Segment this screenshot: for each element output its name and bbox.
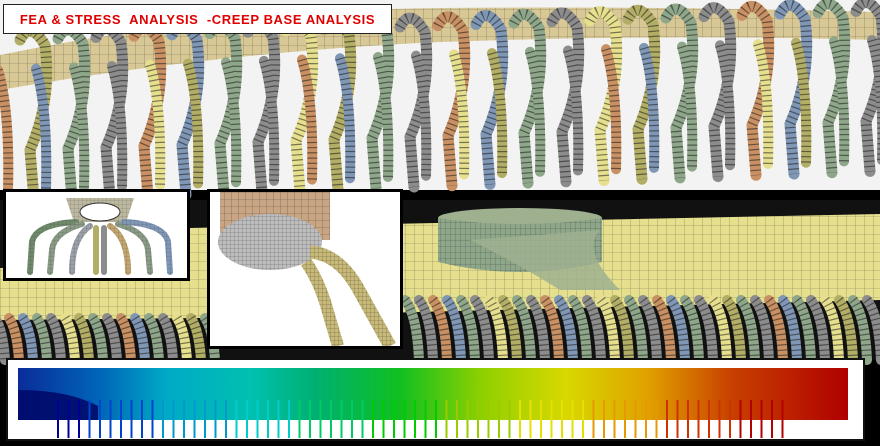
upper-tube [183, 58, 204, 189]
upper-tube [829, 36, 850, 167]
upper-tube [660, 3, 699, 184]
upper-tube [677, 41, 698, 172]
upper-tube [525, 46, 546, 177]
stress-color-scale [18, 368, 848, 438]
upper-tube [753, 39, 774, 169]
title-banner: FEA & STRESS ANALYSIS -CREEP BASE ANALYS… [3, 4, 392, 34]
lower-tube [442, 295, 466, 365]
upper-tube [0, 65, 14, 195]
upper-tube [774, 0, 813, 180]
lower-tube [862, 295, 880, 365]
lower-tube [414, 295, 438, 365]
lower-tube [722, 295, 746, 365]
upper-tube [373, 52, 394, 182]
upper-tube [850, 0, 880, 177]
upper-tube [107, 61, 128, 192]
stub-weld-drawing [218, 192, 396, 346]
upper-tube [736, 1, 775, 181]
upper-tube [546, 7, 585, 188]
lower-tube [764, 295, 788, 365]
upper-tube [715, 40, 736, 171]
upper-tube [335, 53, 356, 184]
lower-tube [470, 295, 494, 365]
lower-tube [610, 295, 634, 365]
upper-tube [221, 57, 242, 188]
upper-tube [867, 35, 880, 165]
upper-tube [411, 50, 432, 181]
lower-tube [172, 313, 192, 365]
lower-tube [582, 295, 606, 365]
lower-tube [74, 313, 94, 365]
lower-tube [60, 313, 80, 365]
upper-tube [470, 10, 509, 190]
upper-tube [639, 42, 660, 173]
lower-tube [834, 295, 858, 365]
lower-tube [736, 295, 760, 365]
tube-cluster-drawing [27, 198, 173, 275]
lower-tube [88, 313, 108, 365]
upper-tube [259, 55, 280, 186]
lower-tube [624, 295, 648, 365]
lower-tube [484, 295, 508, 365]
lower-tube [596, 295, 620, 365]
lower-tube [144, 313, 164, 365]
upper-tube [601, 44, 622, 175]
lower-tube [32, 313, 52, 365]
lower-tube [18, 313, 38, 365]
lower-tube [792, 295, 816, 365]
stress-legend-panel [6, 358, 865, 441]
lower-tube [116, 313, 136, 365]
upper-tube [791, 37, 812, 168]
lower-tube [694, 295, 718, 365]
lower-tube-stubs [0, 295, 880, 365]
inset-tube-cluster [3, 189, 190, 281]
upper-tube [394, 12, 433, 193]
lower-tube [0, 316, 10, 365]
lower-tube [554, 295, 578, 365]
page-title: FEA & STRESS ANALYSIS -CREEP BASE ANALYS… [19, 11, 376, 27]
cluster-bore [79, 202, 121, 222]
upper-tube [812, 0, 851, 179]
lower-tube [498, 295, 522, 365]
lower-tube [820, 295, 844, 365]
upper-tube [698, 2, 737, 183]
upper-tube [622, 4, 661, 185]
lower-tube [778, 295, 802, 365]
lower-tube [186, 313, 206, 365]
lower-tube [456, 295, 480, 365]
lower-tube [680, 295, 704, 365]
lower-tube [848, 295, 872, 365]
upper-tube [69, 62, 90, 193]
lower-tube [652, 295, 676, 365]
upper-tube [508, 8, 547, 189]
lower-tube [46, 313, 66, 365]
lower-tube [708, 295, 732, 365]
lower-tube [512, 295, 536, 365]
lower-tube [526, 295, 550, 365]
upper-tube [487, 48, 508, 179]
inset-stub-weld [207, 189, 403, 349]
upper-tube [563, 45, 584, 176]
lower-tube [158, 313, 178, 365]
lower-tube [540, 295, 564, 365]
upper-tube [145, 59, 166, 190]
upper-tube [449, 49, 470, 180]
lower-tube [750, 295, 774, 365]
upper-tube [584, 6, 623, 186]
lower-tube [400, 295, 424, 365]
lower-tube [806, 295, 830, 365]
lower-tube [428, 295, 452, 365]
lower-tube [4, 313, 24, 365]
upper-tube [31, 63, 52, 194]
lower-tube [666, 295, 690, 365]
upper-tube [297, 54, 318, 185]
lower-tube [638, 295, 662, 365]
lower-tube [130, 313, 150, 365]
upper-tube [432, 11, 471, 192]
lower-tube [102, 313, 122, 365]
lower-tube [568, 295, 592, 365]
legend-ticks [57, 400, 784, 438]
